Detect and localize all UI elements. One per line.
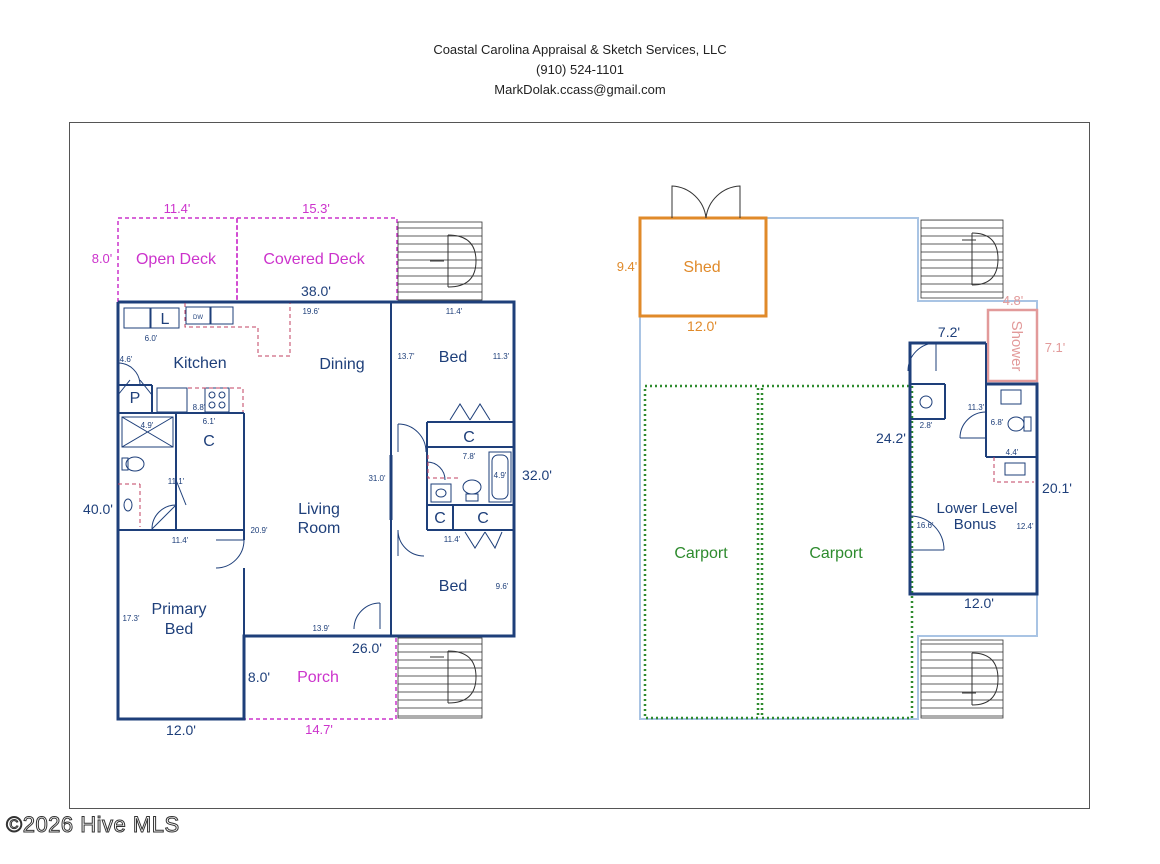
porch-label: Porch <box>297 669 339 686</box>
dim-bonus-bottom: 12.0' <box>964 595 994 611</box>
stairs-bottom <box>397 637 483 719</box>
lower-level-plan: Shed 9.4' 12.0' Carport Carport Shower 4… <box>617 185 1072 720</box>
shed-outline <box>638 216 768 318</box>
bonus-label-2: Bonus <box>954 516 997 533</box>
closet-bed-label: C <box>463 429 475 446</box>
dim-laundry: 6.0' <box>145 334 158 343</box>
dim-shower: 4.9' <box>141 421 154 430</box>
dim-counter2: 6.1' <box>203 417 216 426</box>
shower-outline <box>986 308 1039 383</box>
dim-tub: 4.9' <box>494 471 507 480</box>
bonus-room-wall <box>908 341 1039 596</box>
dim-bed-bottom-right: 9.6' <box>496 582 509 591</box>
lower-stairs-bottom <box>920 639 1004 719</box>
dim-shower-top: 4.8' <box>1003 293 1024 308</box>
closet-primary-label: C <box>203 433 215 450</box>
sketch-frame <box>69 122 1090 809</box>
dim-kitchen-top: 19.6' <box>302 307 320 316</box>
dim-bed-top-left: 13.7' <box>397 352 415 361</box>
company-phone: (910) 524-1101 <box>536 62 624 77</box>
stairs-top <box>397 221 483 301</box>
dim-sink: 4.4' <box>1006 448 1019 457</box>
dim-bath-closet: 11.1' <box>168 477 185 486</box>
primary-label-2: Bed <box>165 621 193 638</box>
dim-living-bottom: 13.9' <box>312 624 330 633</box>
dishwasher-label: DW <box>193 315 203 321</box>
dim-living-left: 20.9' <box>250 526 268 535</box>
pantry-label: P <box>130 390 141 407</box>
dim-house-right: 32.0' <box>522 467 552 483</box>
dim-primary-top: 11.4' <box>172 536 189 545</box>
closet-hall-1-label: C <box>434 510 446 527</box>
shower-label: Shower <box>1008 321 1025 372</box>
dim-bed-top-right: 11.3' <box>493 352 510 361</box>
shed-label: Shed <box>683 259 720 276</box>
open-deck-label: Open Deck <box>136 251 217 268</box>
dim-shower-height: 7.1' <box>1045 340 1066 355</box>
dim-primary-left: 17.3' <box>122 614 140 623</box>
carport-right-outline <box>760 384 914 720</box>
dim-living-right: 31.0' <box>368 474 386 483</box>
laundry-label: L <box>161 311 170 328</box>
dim-house-left: 40.0' <box>83 501 113 517</box>
living-label-2: Room <box>298 520 341 537</box>
carport-left-outline <box>643 384 760 720</box>
dim-bonus-inner-right: 12.4' <box>1016 522 1034 531</box>
dim-porch-height: 8.0' <box>248 669 270 685</box>
carport-left-label: Carport <box>674 545 728 562</box>
bonus-label-1: Lower Level <box>937 500 1018 517</box>
dim-primary-bottom: 12.0' <box>166 722 196 738</box>
dim-porch-top: 26.0' <box>352 640 382 656</box>
dim-house-width: 38.0' <box>301 283 331 299</box>
dim-bonus-top: 7.2' <box>938 324 960 340</box>
company-email: MarkDolak.ccass@gmail.com <box>494 82 666 97</box>
carport-right-label: Carport <box>809 545 863 562</box>
lower-stairs-top <box>920 219 1004 299</box>
dim-open-deck-width: 11.4' <box>164 201 191 216</box>
upper-level-plan: Kitchen Dining Bed Bed Living Room Prima… <box>83 201 552 738</box>
dim-bath-height: 11.3' <box>968 403 985 412</box>
dim-bath-width: 7.8' <box>463 452 476 461</box>
closet-hall-2-label: C <box>477 510 489 527</box>
company-name: Coastal Carolina Appraisal & Sketch Serv… <box>433 42 727 57</box>
dim-deck-height: 8.0' <box>92 251 113 266</box>
dim-porch-bottom: 14.7' <box>305 722 333 737</box>
dim-bed-bottom-top: 11.4' <box>444 535 461 544</box>
dim-counter: 8.8' <box>193 403 206 412</box>
primary-label-1: Primary <box>151 601 206 618</box>
dining-label: Dining <box>319 356 364 373</box>
dim-shed-height: 9.4' <box>617 259 638 274</box>
dim-wh: 2.8' <box>920 421 933 430</box>
living-label-1: Living <box>298 501 340 518</box>
dim-kitchen-left: 4.6' <box>120 355 133 364</box>
dim-bonus-right: 20.1' <box>1042 480 1072 496</box>
dim-shed-width: 12.0' <box>687 318 717 334</box>
dim-bath-width: 6.8' <box>991 418 1004 427</box>
covered-deck-label: Covered Deck <box>263 251 365 268</box>
dim-bonus-left: 24.2' <box>876 430 906 446</box>
bed-top-label: Bed <box>439 349 467 366</box>
bed-bottom-label: Bed <box>439 578 467 595</box>
dim-bonus-inner-left: 16.6' <box>916 521 934 530</box>
dim-covered-deck-width: 15.3' <box>302 201 330 216</box>
kitchen-label: Kitchen <box>173 355 226 372</box>
watermark: ©2026 Hive MLS <box>6 812 180 838</box>
dim-bed-top-width: 11.4' <box>446 307 463 316</box>
